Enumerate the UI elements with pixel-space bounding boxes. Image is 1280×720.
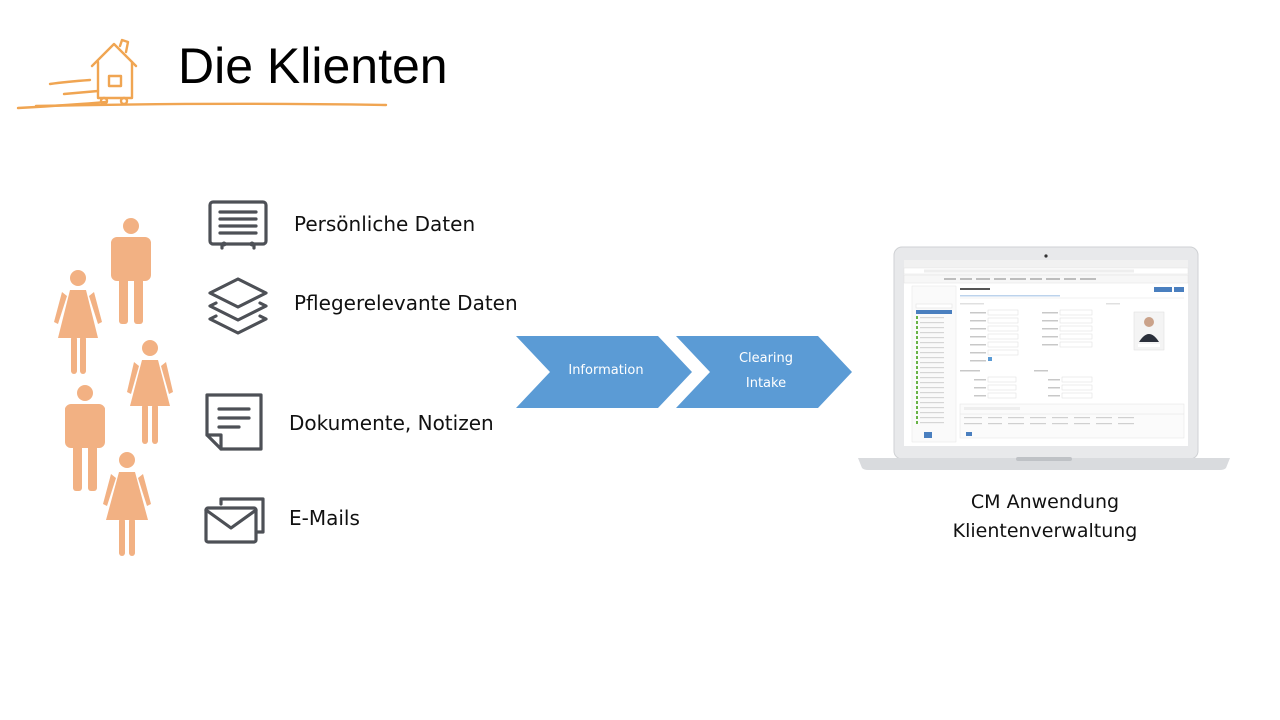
chevron-clearing-intake xyxy=(676,336,852,408)
person-male-icon xyxy=(65,385,105,491)
data-item-label: Pflegerelevante Daten xyxy=(294,291,518,315)
application-module: Klientenverwaltung xyxy=(952,520,1138,542)
page-title: Die Klienten xyxy=(178,38,448,94)
process-step-label: Information xyxy=(568,363,644,378)
laptop-app-screenshot xyxy=(854,246,1234,472)
process-step-label: Intake xyxy=(745,376,787,391)
application-caption: CM Anwendung Klientenverwaltung xyxy=(900,488,1190,546)
layers-icon xyxy=(206,275,270,337)
person-female-icon xyxy=(54,270,102,374)
chevron-information xyxy=(516,336,692,408)
process-step-label: Clearing xyxy=(738,351,794,366)
data-item-label: Dokumente, Notizen xyxy=(289,411,494,435)
application-name: CM Anwendung xyxy=(970,491,1120,513)
clients-people-group xyxy=(50,210,180,560)
envelopes-icon xyxy=(203,494,267,546)
house-logo-icon xyxy=(14,36,394,116)
document-icon xyxy=(203,391,267,453)
person-male-icon xyxy=(111,218,151,324)
person-female-icon xyxy=(127,340,173,444)
person-female-icon xyxy=(103,452,151,556)
form-icon xyxy=(206,198,270,252)
process-chevrons xyxy=(516,336,856,408)
data-item-label: Persönliche Daten xyxy=(294,212,476,236)
data-item-label: E-Mails xyxy=(289,506,360,530)
